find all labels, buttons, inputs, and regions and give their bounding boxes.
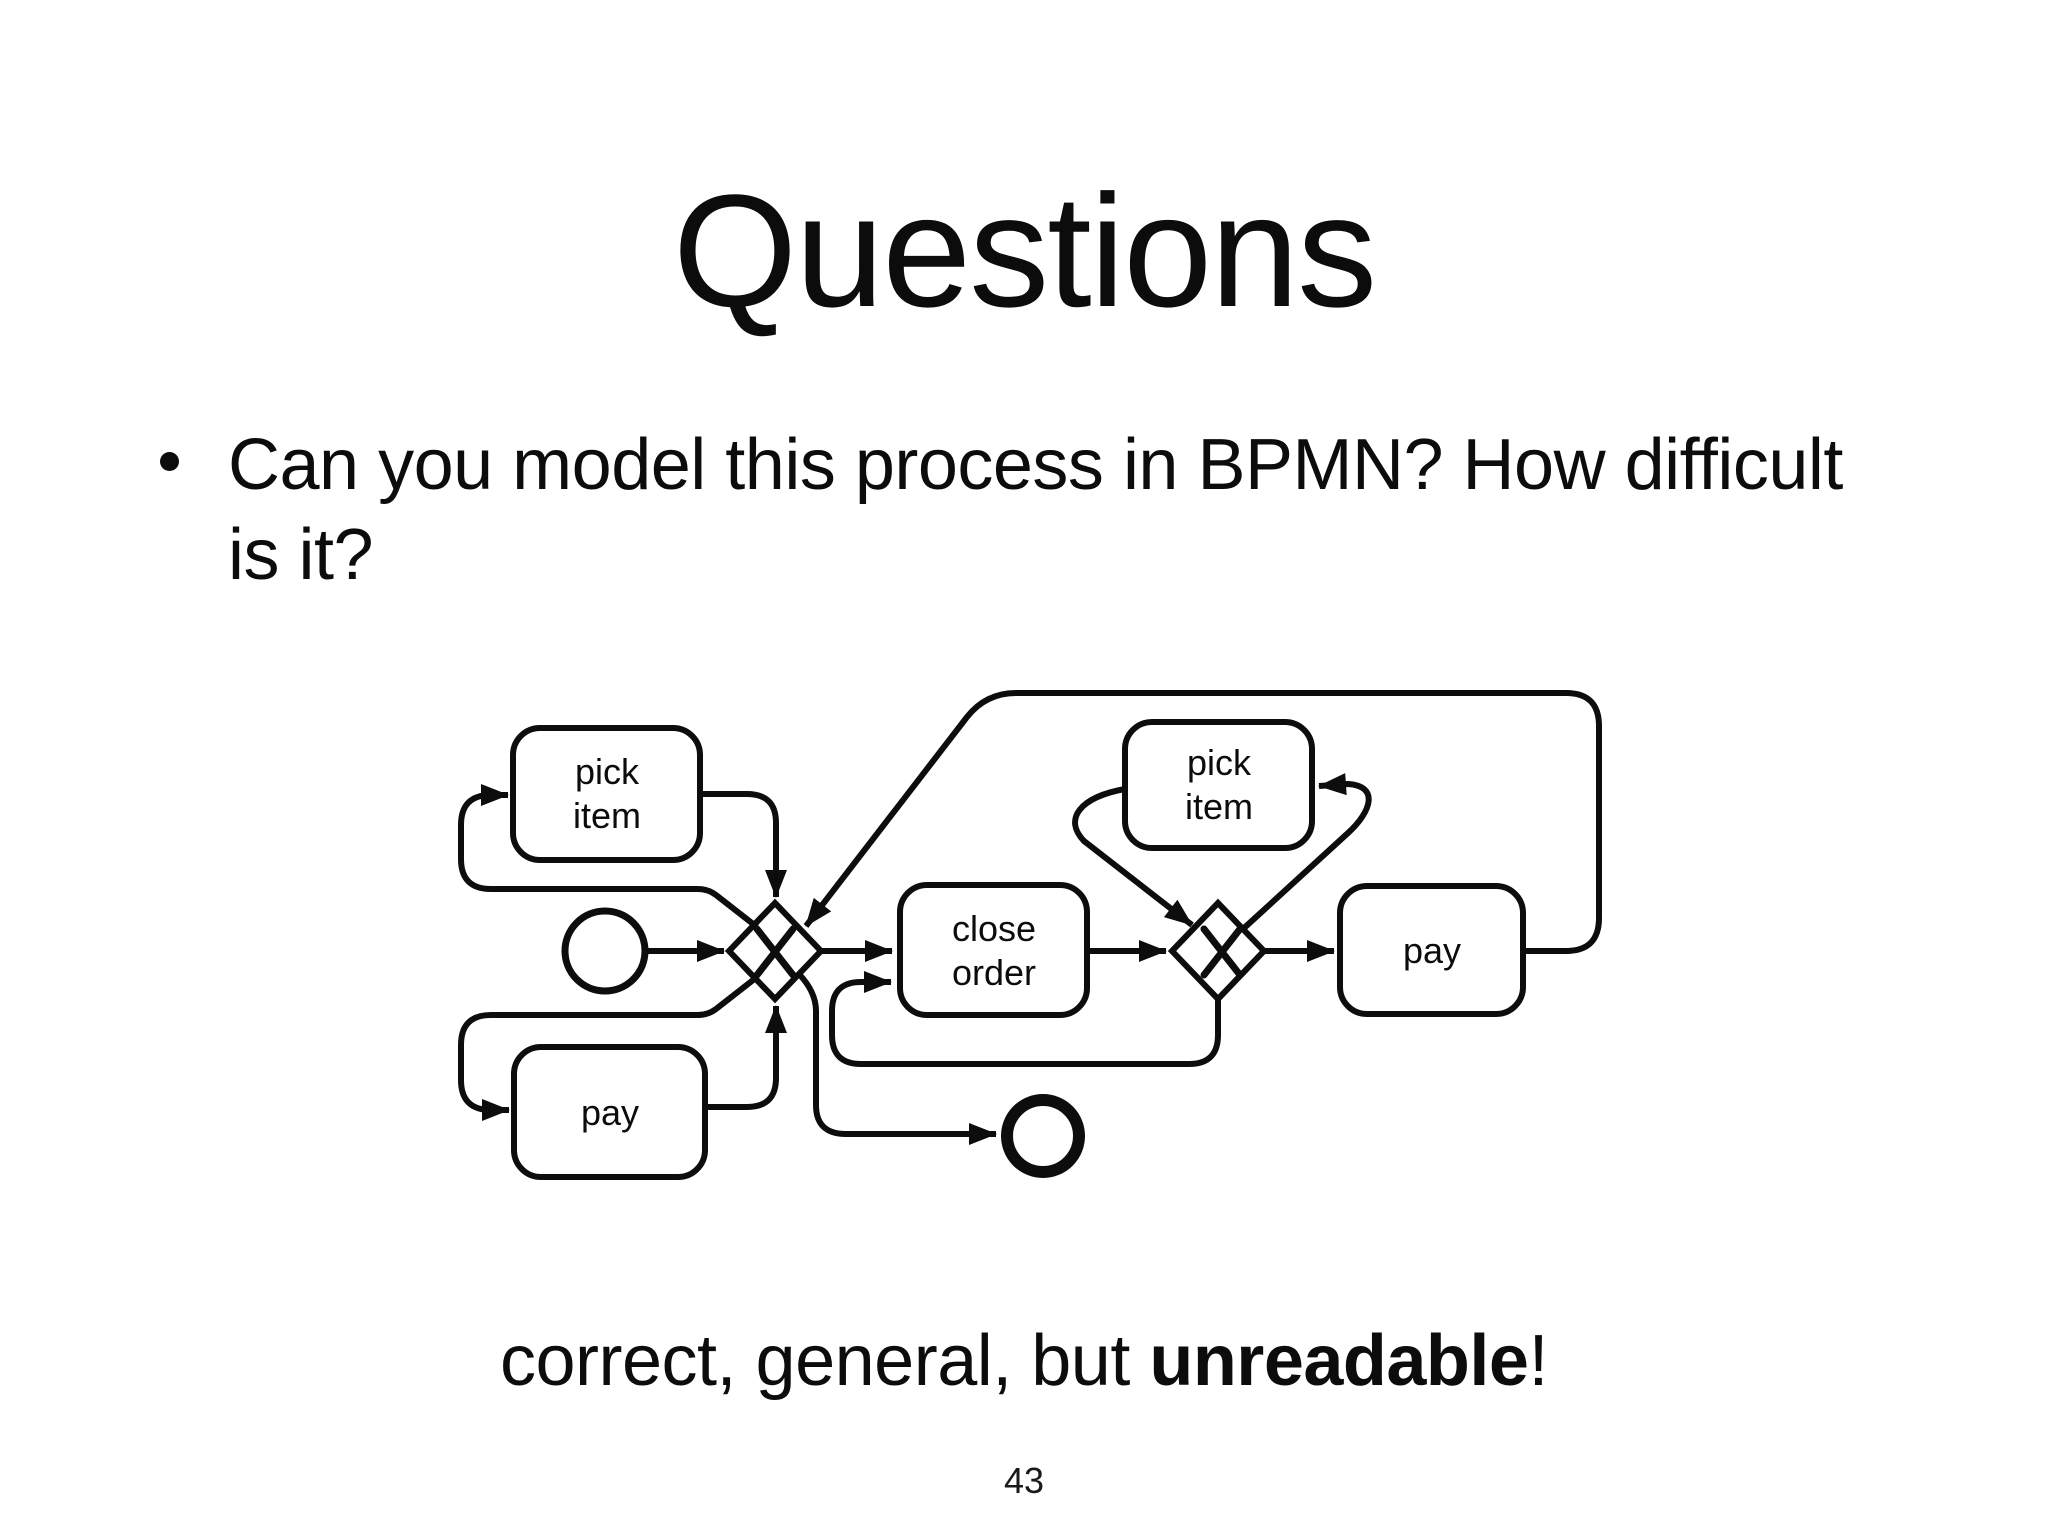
task-label: item xyxy=(1185,786,1253,827)
end-event xyxy=(1001,1094,1085,1178)
flow-xor2-to-pick-item-right xyxy=(1240,773,1372,932)
flow-pay-left-to-xor1 xyxy=(705,1005,787,1110)
bullet-marker-icon xyxy=(160,452,179,471)
task-pay-left xyxy=(511,1044,708,1180)
task-pick-item-left xyxy=(510,725,703,863)
bullet-text: Can you model this process in BPMN? How … xyxy=(228,420,1948,600)
task-label: pick xyxy=(575,751,640,792)
task-label: item xyxy=(573,795,641,836)
bullet-line-2: is it? xyxy=(228,515,374,595)
bullet-line-1: Can you model this process in BPMN? How … xyxy=(228,425,1843,505)
flow-xor1-to-end xyxy=(796,971,997,1145)
flow-xor1-to-pay-left xyxy=(458,974,759,1121)
xor-marker-2 xyxy=(1200,925,1244,979)
start-event xyxy=(561,907,649,995)
caption: correct, general, but unreadable! xyxy=(0,1313,2048,1409)
task-label: pay xyxy=(1403,930,1461,971)
flow-xor1-to-pick-item-left xyxy=(458,784,759,930)
caption-prefix: correct, general, but xyxy=(500,1321,1150,1401)
task-pay-right xyxy=(1337,883,1526,1017)
page-number: 43 xyxy=(1003,1460,1045,1501)
flow-pay-right-to-xor1 xyxy=(803,690,1602,954)
task-label: order xyxy=(952,952,1036,993)
caption-suffix: ! xyxy=(1528,1321,1548,1401)
task-close-order xyxy=(897,882,1090,1018)
flow-xor2-to-close-order xyxy=(829,971,1221,1067)
task-label: pay xyxy=(581,1092,639,1133)
flow-pick-item-left-to-xor1 xyxy=(700,791,787,898)
task-label: close xyxy=(952,908,1036,949)
flow-pick-item-right-to-xor2 xyxy=(1072,786,1194,928)
caption-bold: unreadable xyxy=(1149,1321,1529,1401)
task-label: pick xyxy=(1187,742,1252,783)
task-pick-item-right xyxy=(1122,719,1315,851)
slide-title: Questions xyxy=(672,161,1377,340)
xor-marker-1 xyxy=(753,925,797,979)
